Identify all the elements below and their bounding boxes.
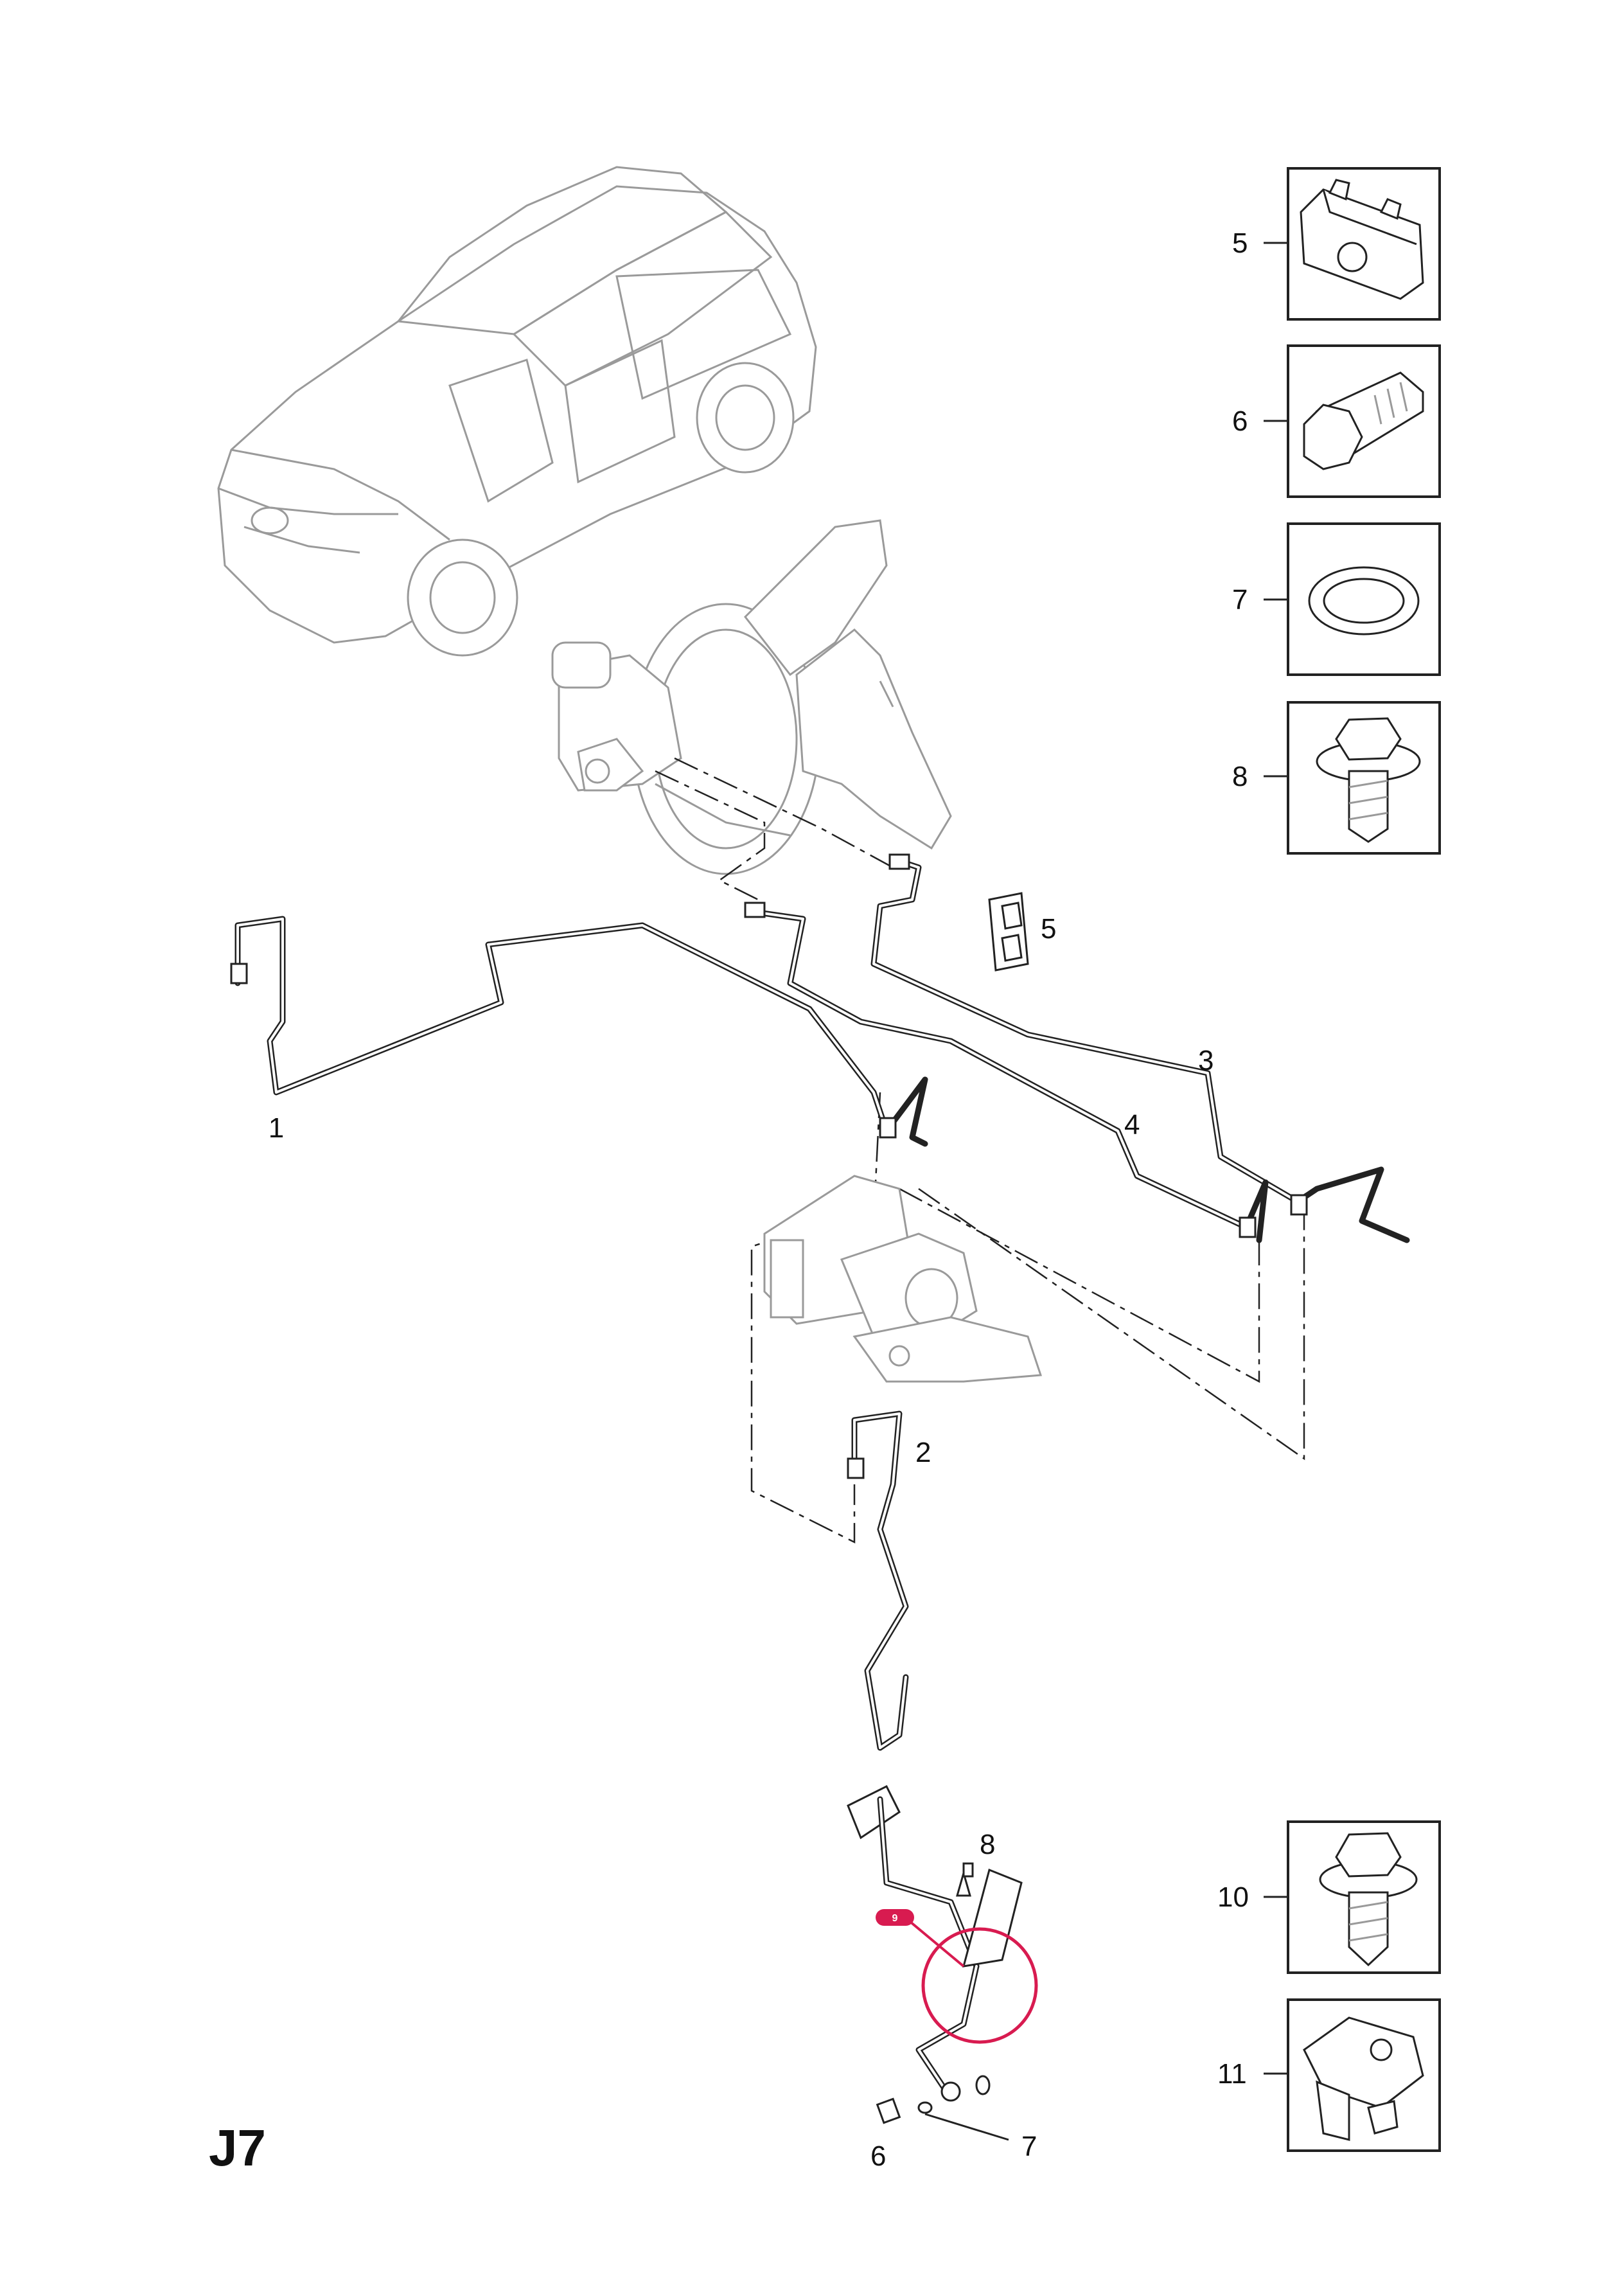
callout-7-bottom: 7 xyxy=(1021,2131,1037,2162)
clip-5-installed xyxy=(988,892,1029,972)
diagram-callouts: 1 2 3 4 5 8 6 7 xyxy=(269,913,1214,2172)
callout-4: 4 xyxy=(1124,1109,1140,1141)
callout-3: 3 xyxy=(1198,1045,1214,1076)
part-box-7-number: 7 xyxy=(1232,584,1248,616)
highlight-marker-label: 9 xyxy=(892,1913,898,1924)
brake-pipe-2 xyxy=(851,1410,909,1751)
screw-icon xyxy=(1319,1832,1418,1967)
vehicle-illustration xyxy=(217,166,817,657)
brake-pipe-zigzags xyxy=(883,1076,1410,1243)
clip-icon xyxy=(1300,179,1424,300)
screw-icon xyxy=(1316,717,1421,843)
callout-2: 2 xyxy=(915,1437,931,1468)
part-box-10-number: 10 xyxy=(1217,1881,1249,1913)
brake-pipe-4 xyxy=(755,909,1249,1231)
callout-1: 1 xyxy=(269,1112,284,1144)
part-box-6-number: 6 xyxy=(1232,405,1248,437)
callout-6-bottom: 6 xyxy=(870,2140,886,2172)
abs-modulator xyxy=(763,1175,1043,1383)
brake-booster-assembly xyxy=(551,519,952,875)
pipe-fittings xyxy=(230,853,1308,1479)
part-box-10[interactable]: 10 xyxy=(1217,1820,1441,1974)
assembly-leader-lines xyxy=(655,757,1305,1544)
bolt-icon xyxy=(1303,371,1424,470)
brake-pipe-3 xyxy=(870,858,1301,1205)
brake-hose-assembly xyxy=(847,1784,1038,2124)
part-box-8-number: 8 xyxy=(1232,761,1248,792)
part-box-11-number: 11 xyxy=(1217,2058,1247,2090)
part-box-5-number: 5 xyxy=(1232,227,1248,259)
page-code: J7 xyxy=(209,2119,266,2176)
callout-8-bottom: 8 xyxy=(980,1829,995,1860)
highlight-marker[interactable]: 9 xyxy=(876,1909,965,1968)
clip-nut-icon xyxy=(1303,2016,1424,2141)
brake-pipe-1 xyxy=(234,916,890,1134)
part-box-11[interactable]: 11 xyxy=(1217,1998,1441,2152)
part-box-7[interactable]: 7 xyxy=(1232,522,1441,676)
callout-5: 5 xyxy=(1041,913,1056,945)
part-box-6[interactable]: 6 xyxy=(1232,344,1441,498)
part-box-5[interactable]: 5 xyxy=(1232,167,1441,321)
part-box-8[interactable]: 8 xyxy=(1232,701,1441,855)
washer-icon xyxy=(1308,566,1420,636)
